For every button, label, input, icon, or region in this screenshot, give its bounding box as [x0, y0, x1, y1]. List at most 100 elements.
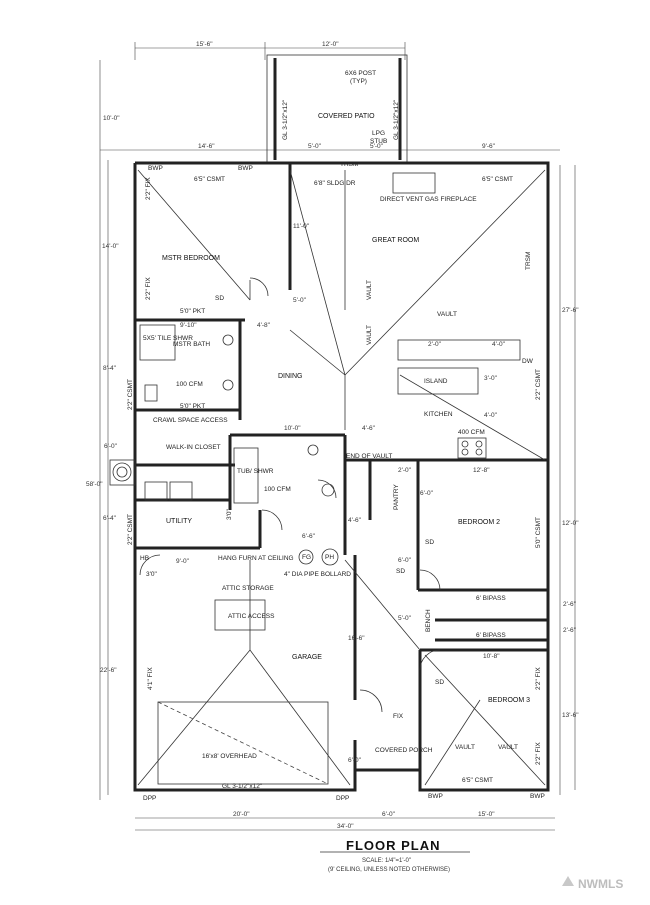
fg-symbol — [298, 549, 314, 565]
end-of-vault-label: END OF VAULT — [346, 453, 392, 460]
dim-bottom-15: 15'-0" — [478, 811, 495, 818]
shower — [139, 324, 176, 361]
post-label: 6X6 POST — [345, 70, 376, 77]
window-bed3-fix: 2'2" FIX — [535, 667, 542, 690]
dim-hall-6-6: 6'-6" — [302, 533, 316, 540]
kitchen-label: KITCHEN — [424, 411, 453, 418]
attic-access-label: ATTIC ACCESS — [228, 613, 275, 620]
ac-unit — [109, 459, 136, 486]
hall-toilet — [321, 483, 335, 497]
dim-right-12: 12'-0" — [562, 520, 579, 527]
mstr-bedroom-label: MSTR BEDROOM — [162, 255, 220, 262]
nwmls-watermark: NWMLS — [562, 876, 623, 891]
dpp-label-1: DPP — [143, 795, 156, 802]
dim-kit-10: 10'-0" — [284, 425, 301, 432]
dim-hall-5: 5'-0" — [293, 297, 307, 304]
dryer — [169, 481, 193, 501]
bipass-label-1: 6' BIPASS — [476, 595, 506, 602]
attic-access-hatch — [214, 599, 266, 631]
plan-ceiling-note: (9' CEILING, UNLESS NOTED OTHERWISE) — [328, 867, 450, 873]
hall-sink — [307, 444, 319, 456]
window-pkt-2: 5'0" PKT — [180, 403, 205, 410]
bath-sink — [222, 379, 234, 391]
dim-patio-depth: 10'-0" — [103, 115, 120, 122]
dim-left-22-6: 22'-6" — [100, 667, 117, 674]
door-util-2: 3'0" — [226, 509, 233, 520]
sldg-dr-label: 6'8" SLDG DR — [314, 180, 356, 187]
window-bed3-fix-2: 2'2" FIX — [535, 742, 542, 765]
dim-hall-11: 11'-0" — [293, 223, 310, 230]
gl-patio-label-1: GL 3-1/2"x12" — [282, 99, 289, 140]
bwp-label-2: BWP — [238, 165, 253, 172]
plan-scale: SCALE: 1/4"=1'-0" — [362, 858, 411, 864]
kitchen-island — [397, 367, 479, 395]
vault-label: VAULT — [437, 311, 457, 318]
dim-porch-6: 6'-0" — [348, 757, 362, 764]
room-labels: COVERED PATIO 6X6 POST (TYP) LPG STUB GR… — [140, 70, 545, 802]
dim-bottom-20: 20'-0" — [233, 811, 250, 818]
mstr-bath-label: MSTR BATH — [173, 341, 210, 348]
covered-porch-label: COVERED PORCH — [375, 747, 433, 754]
kitchen-counter — [397, 339, 521, 361]
vault-label-5: VAULT — [498, 744, 518, 751]
dim-bottom-6: 6'-0" — [382, 811, 396, 818]
dim-top-left: 15'-6" — [196, 41, 213, 48]
dim-left-8-4: 8'-4" — [103, 365, 117, 372]
trsm-label-2: TRSM — [525, 252, 532, 270]
gl-patio-label-2: GL 3-1/2"x12" — [393, 99, 400, 140]
dim-bed2-12-8: 12'-8" — [473, 467, 490, 474]
dimension-text: 15'-6" 12'-0" 14'-6" 5'-0" 5'-0" 9'-6" 1… — [86, 41, 579, 830]
bollard-label: 4" DIA PIPE BOLLARD — [284, 571, 351, 578]
door-swings — [139, 277, 441, 713]
dim-dining-4-8: 4'-8" — [257, 322, 271, 329]
dim-hall-4-6: 4'-6" — [348, 517, 362, 524]
overhead-label: 16'x8' OVERHEAD — [202, 753, 257, 760]
vault-label-2: VAULT — [366, 280, 373, 300]
window-mb-csmt: 6'5" CSMT — [194, 176, 225, 183]
dim-patio-5b: 5'-0" — [370, 143, 384, 150]
covered-patio-label: COVERED PATIO — [318, 113, 375, 120]
toilet — [144, 384, 158, 402]
dim-kit-4-6: 4'-6" — [362, 425, 376, 432]
dim-island-3: 3'-0" — [484, 375, 498, 382]
window-bath-csmt: 2'2" CSMT — [127, 379, 134, 410]
dining-label: DINING — [278, 373, 303, 380]
dim-bed2-6: 6'-0" — [420, 490, 434, 497]
tub — [233, 447, 259, 504]
dim-patio-right: 9'-6" — [482, 143, 496, 150]
dim-left-6: 6'-0" — [104, 443, 118, 450]
dim-right-27-6: 27'-6" — [562, 307, 579, 314]
sd-label-4: SD — [435, 679, 444, 686]
gl-label-garage: GL 3-1/2"x12" — [222, 783, 263, 790]
title-block: FLOOR PLAN SCALE: 1/4"=1'-0" (9' CEILING… — [320, 838, 470, 873]
pantry-label: PANTRY — [393, 484, 400, 510]
dim-island-4: 4'-0" — [492, 341, 506, 348]
garage-label: GARAGE — [292, 654, 322, 661]
range-cfm-label: 400 CFM — [458, 429, 485, 436]
tub-shwr-label: TUB/ SHWR — [237, 468, 274, 475]
window-gr-csmt: 6'5" CSMT — [482, 176, 513, 183]
great-room-label: GREAT ROOM — [372, 237, 419, 244]
window-garage-fix: 4'1" FIX — [147, 667, 154, 690]
window-util-csmt: 2'2" CSMT — [127, 514, 134, 545]
mstr-fan-label: 100 CFM — [176, 381, 203, 388]
dim-top-right: 12'-0" — [322, 41, 339, 48]
post-typ-label: (TYP) — [350, 78, 367, 85]
ph-symbol — [321, 548, 339, 566]
dim-left-14: 14'-0" — [102, 243, 119, 250]
window-bed2-csmt: 5'0" CSMT — [535, 517, 542, 548]
dim-patio-left: 14'-6" — [198, 143, 215, 150]
fireplace — [392, 172, 436, 194]
bedroom3-label: BEDROOM 3 — [488, 697, 530, 704]
sd-label-3: SD — [396, 568, 405, 575]
vault-label-4: VAULT — [455, 744, 475, 751]
crawl-space-label: CRAWL SPACE ACCESS — [153, 417, 228, 424]
plan-title: FLOOR PLAN — [346, 838, 441, 853]
fan-cfm-label: 100 CFM — [264, 486, 291, 493]
dim-util-9: 9'-0" — [176, 558, 190, 565]
dim-patio-5a: 5'-0" — [308, 143, 322, 150]
dim-left-6-4: 6'-4" — [103, 515, 117, 522]
washer — [144, 481, 168, 501]
window-pkt-1: 5'0" PKT — [180, 308, 205, 315]
